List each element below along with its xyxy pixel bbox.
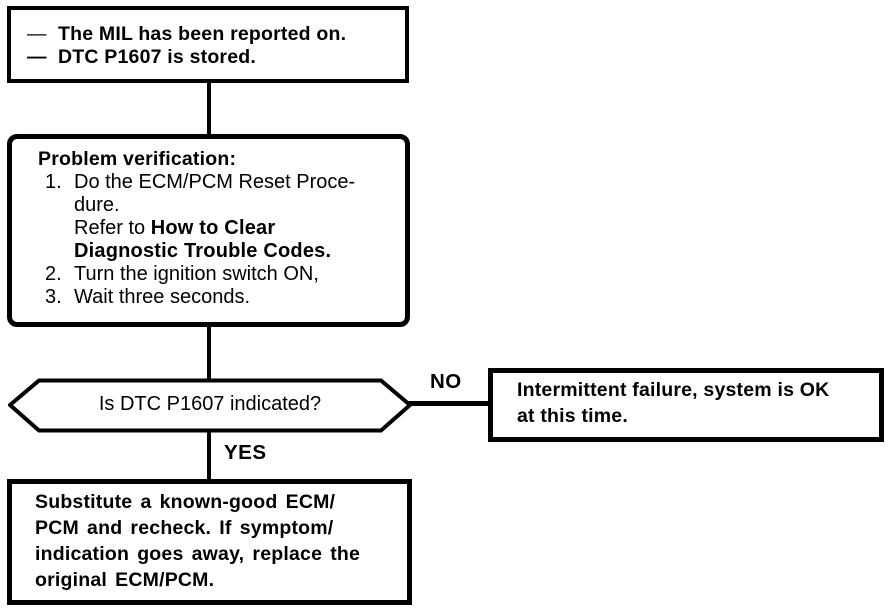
problem-verification-box: Problem verification: 1. Do the ECM/PCM … (7, 134, 410, 327)
symptom-item: — DTC P1607 is stored. (27, 46, 399, 69)
verify-step: 3. Wait three seconds. (12, 286, 401, 309)
substitute-ecm-box: Substitute a known-good ECM/ PCM and rec… (7, 479, 412, 605)
no-branch-label: NO (430, 370, 462, 393)
decision-node: Is DTC P1607 indicated? (8, 378, 412, 433)
verify-step: 2. Turn the ignition switch ON, (12, 263, 401, 286)
symptom-text: The MIL has been reported on. (58, 23, 347, 45)
verify-title: Problem verification: (38, 148, 237, 170)
symptom-item: — The MIL has been reported on. (27, 23, 399, 46)
connector-verify-to-decision (207, 326, 211, 381)
step-text: Wait three seconds. (74, 286, 251, 308)
verify-step: 1. Do the ECM/PCM Reset Proce- dure. Ref… (12, 171, 401, 263)
substitute-text: Substitute a known-good ECM/ PCM and rec… (35, 491, 361, 591)
intermittent-text: Intermittent failure, system is OK at th… (517, 379, 830, 427)
connector-decision-to-intermittent (408, 401, 492, 406)
yes-branch-label: YES (224, 441, 267, 464)
symptom-text: DTC P1607 is stored. (58, 46, 256, 68)
reference-title: How to Clear Diagnostic Trouble Codes. (74, 217, 332, 262)
step-number: 1. (45, 171, 62, 193)
dash-bullet: — (27, 23, 47, 45)
connector-symptom-to-verify (207, 83, 211, 134)
decision-question: Is DTC P1607 indicated? (98, 393, 322, 415)
dash-bullet: — (27, 46, 47, 68)
step-text: Do the ECM/PCM Reset Proce- dure. Refer … (74, 171, 356, 262)
symptom-box: — The MIL has been reported on. — DTC P1… (7, 6, 409, 83)
step-number: 2. (45, 263, 62, 285)
intermittent-failure-box: Intermittent failure, system is OK at th… (488, 368, 884, 442)
step-text: Turn the ignition switch ON, (74, 263, 319, 285)
connector-decision-to-substitute (207, 430, 211, 480)
step-number: 3. (45, 286, 62, 308)
